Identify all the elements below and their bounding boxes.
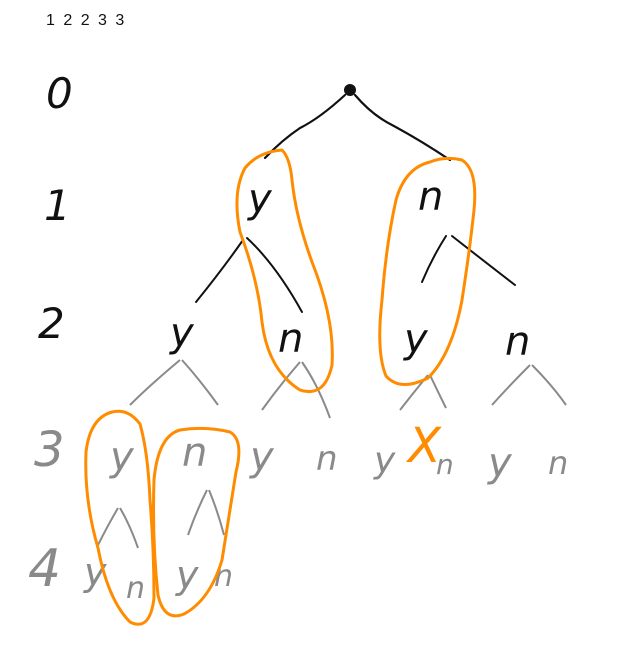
edge-n-n [451, 235, 516, 286]
level-label-2: 2 [38, 299, 65, 348]
edge-root-y [263, 93, 347, 160]
edge-l2-2-right [301, 361, 331, 419]
node-l4-3: y [175, 553, 199, 597]
node-l2-n-2: n [505, 319, 530, 365]
node-l3-7: y [487, 440, 513, 486]
node-l3-3: y [249, 434, 275, 480]
node-l3-1: y [109, 434, 135, 480]
node-l1-y: y [247, 176, 273, 222]
edge-l2-3-right [429, 374, 447, 409]
cross-mark: X [405, 418, 442, 474]
edge-l3-1-right [119, 507, 139, 549]
edge-n-y [421, 235, 447, 283]
edge-l3-2-left [187, 489, 208, 536]
edge-l3-1-left [97, 507, 119, 546]
highlight-loop-ny [378, 156, 477, 386]
root-node [344, 84, 356, 96]
highlight-loop-yyn [84, 409, 156, 626]
node-l2-n-1: n [278, 316, 303, 362]
node-l3-5: y [373, 440, 396, 481]
node-l2-y-2: y [403, 316, 429, 362]
node-l1-n: n [418, 174, 443, 220]
level-label-0: 0 [46, 69, 73, 118]
sequence-header: 1 2 2 3 3 [46, 12, 126, 29]
edge-y-y [195, 239, 244, 303]
edge-root-n [353, 93, 452, 162]
level-label-1: 1 [44, 181, 71, 230]
node-l3-6: n [436, 448, 454, 481]
edge-l2-1-right [181, 359, 219, 406]
node-l2-y-1: y [169, 310, 195, 356]
edge-l3-2-right [208, 489, 225, 536]
node-l3-2: n [182, 430, 207, 476]
node-l3-8: n [548, 444, 568, 482]
edge-l2-1-left [129, 359, 181, 406]
edge-l2-4-left [491, 364, 531, 406]
level-label-4: 4 [28, 539, 61, 599]
edge-l2-2-left [261, 361, 301, 411]
node-l4-2: n [126, 571, 145, 606]
node-l3-4: n [316, 439, 338, 479]
highlight-loop-nyn [152, 426, 241, 618]
highlight-loop-yn [235, 148, 334, 393]
edge-y-n [246, 237, 303, 313]
level-label-3: 3 [34, 422, 65, 478]
edge-l2-4-right [531, 364, 567, 406]
